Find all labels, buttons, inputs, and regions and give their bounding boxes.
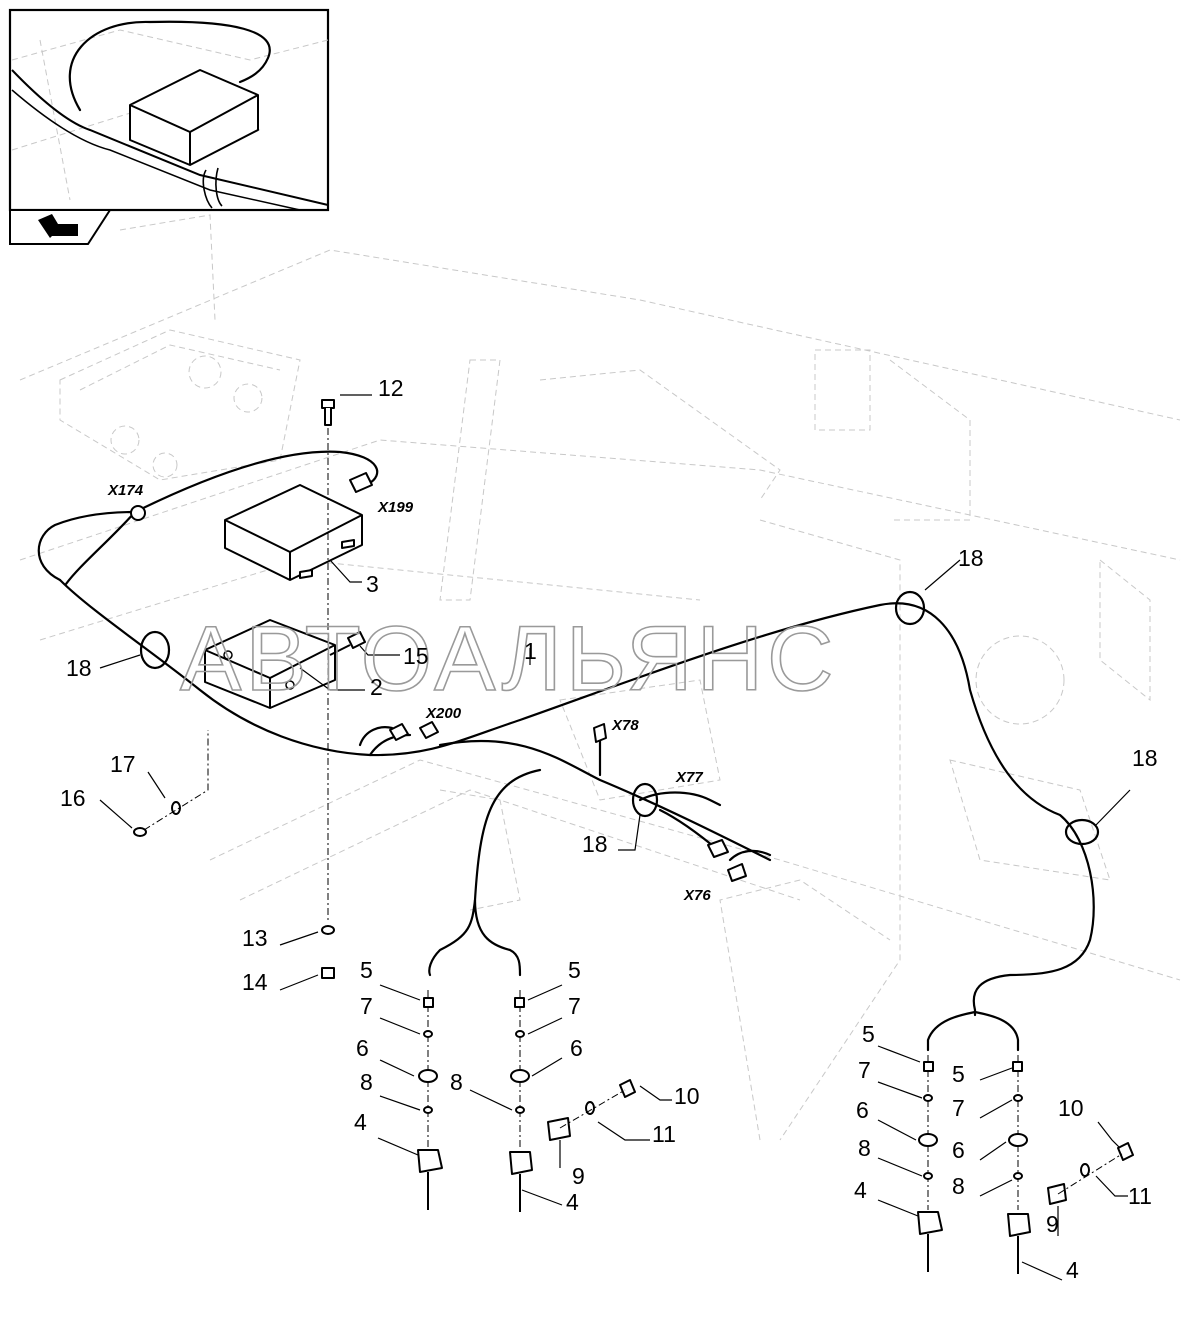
callout-18-center: 18 [582,831,608,857]
sensor-stacks [417,990,1134,1274]
callout-4-a: 4 [354,1109,367,1135]
callout-15: 15 [403,643,429,669]
callout-1: 1 [524,638,537,664]
callout-5-b: 5 [568,957,581,983]
callout-5-d: 5 [952,1061,965,1087]
bracket-module [204,619,336,709]
callout-10-a: 10 [674,1083,700,1109]
callout-8-d: 8 [952,1173,965,1199]
callout-18-left: 18 [66,655,92,681]
callout-16: 16 [60,785,86,811]
inset-view [8,8,330,212]
callout-10-b: 10 [1058,1095,1084,1121]
connector-labels: X174 X199 X200 X78 X77 X76 [107,482,711,904]
screw-assembly [321,399,335,979]
callout-5-a: 5 [360,957,373,983]
connector-label-x174: X174 [107,482,144,499]
bolt [329,631,366,656]
connector-blocks [349,472,747,882]
callout-6-b: 6 [570,1035,583,1061]
cable-ties [139,590,1100,846]
callout-3: 3 [366,571,379,597]
leader-lines [99,394,1131,1281]
callout-7-a: 7 [360,993,373,1019]
machine-frame [19,214,1181,1141]
control-module [224,484,363,581]
callout-4-b: 4 [566,1189,579,1215]
callout-17: 17 [110,751,136,777]
callout-8-a: 8 [360,1069,373,1095]
callout-14: 14 [242,969,268,995]
callout-11-b: 11 [1128,1183,1152,1209]
callout-9-a: 9 [572,1163,585,1189]
connector-label-x200: X200 [425,705,462,722]
watermark: АВТОАЛЬЯНС [180,608,838,710]
connector-label-x76: X76 [683,887,711,904]
callout-13: 13 [242,925,268,951]
callout-7-d: 7 [952,1095,965,1121]
callout-6-c: 6 [856,1097,869,1123]
callout-6-d: 6 [952,1137,965,1163]
callout-5-c: 5 [862,1021,875,1047]
callout-4-c: 4 [854,1177,867,1203]
callout-18-right: 18 [1132,745,1158,771]
callout-2: 2 [370,674,383,700]
callout-8-b: 8 [450,1069,463,1095]
connector-label-x77: X77 [675,769,703,786]
fastener-pair [133,730,209,837]
callout-8-c: 8 [858,1135,871,1161]
connector-label-x78: X78 [611,717,639,734]
callout-7-c: 7 [858,1057,871,1083]
callout-4-d: 4 [1066,1257,1079,1283]
callout-12: 12 [378,375,404,401]
wiring-harness [37,450,1095,1052]
connector-label-x199: X199 [377,499,414,516]
continuation-arrow-icon [9,209,112,245]
part-callouts: 12 3 15 2 1 18 18 18 18 17 16 13 14 5 7 … [60,375,1158,1283]
callout-11-a: 11 [652,1121,676,1147]
callout-18-top-right: 18 [958,545,984,571]
callout-6-a: 6 [356,1035,369,1061]
callout-7-b: 7 [568,993,581,1019]
callout-9-b: 9 [1046,1211,1059,1237]
